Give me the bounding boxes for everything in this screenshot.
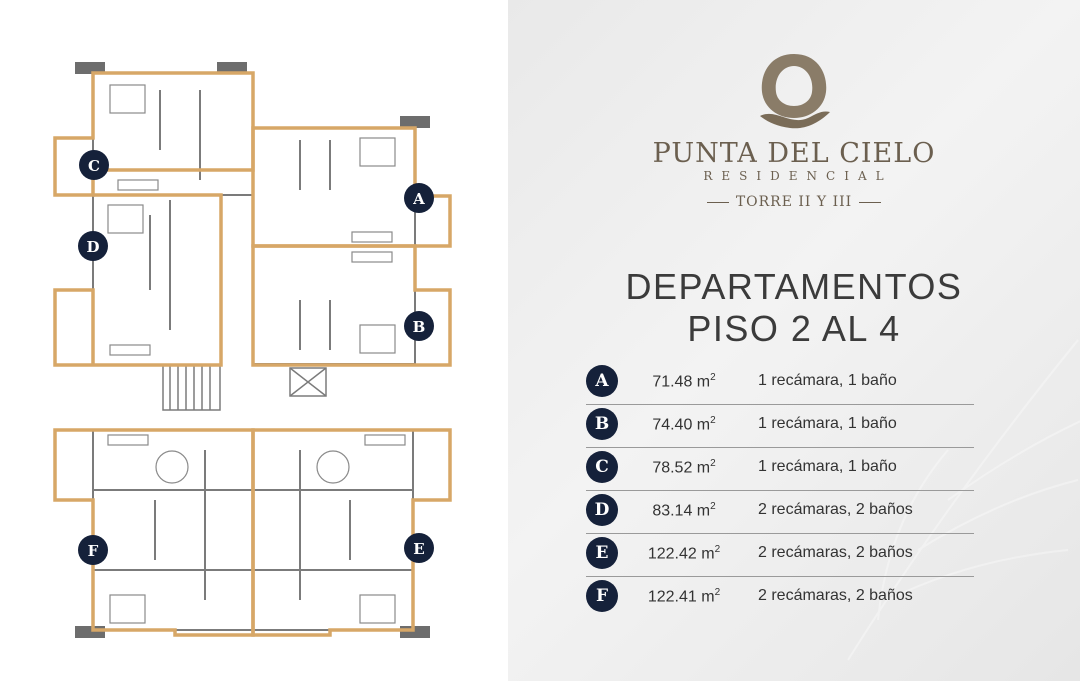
- unit-area: 78.52 m2: [652, 458, 716, 477]
- brand-name: PUNTA DEL CIELO: [652, 138, 936, 169]
- plan-badge-a: A: [404, 183, 434, 213]
- unit-badge: E: [586, 537, 618, 569]
- page-heading: DEPARTAMENTOS PISO 2 AL 4: [508, 266, 1080, 350]
- heading-line-1: DEPARTAMENTOS: [625, 266, 963, 307]
- brand-mark-icon: [760, 54, 830, 129]
- unit-row-d: D 83.14 m2 2 recámaras, 2 baños: [586, 491, 974, 534]
- brand-logo: PUNTA DEL CIELO RESIDENCIAL TORRE II Y I…: [508, 50, 1080, 210]
- plan-label-f: F: [88, 542, 99, 560]
- plan-badge-b: B: [404, 311, 434, 341]
- info-panel: PUNTA DEL CIELO RESIDENCIAL TORRE II Y I…: [508, 0, 1080, 681]
- floor-plan-panel: A B C D E: [0, 0, 508, 681]
- unit-row-a: A 71.48 m2 1 recámara, 1 baño: [586, 362, 974, 405]
- unit-description: 1 recámara, 1 baño: [758, 415, 897, 432]
- unit-row-c: C 78.52 m2 1 recámara, 1 baño: [586, 448, 974, 491]
- unit-description: 2 recámaras, 2 baños: [758, 587, 913, 604]
- brand-subtitle: RESIDENCIAL: [703, 169, 893, 183]
- stair-core: [162, 364, 327, 411]
- unit-description: 2 recámaras, 2 baños: [758, 501, 913, 518]
- plan-label-a: A: [412, 190, 425, 208]
- plan-badges: A B C D E: [78, 150, 434, 565]
- furniture: [107, 84, 406, 624]
- unit-badge: D: [586, 494, 618, 526]
- unit-description: 1 recámara, 1 baño: [758, 372, 897, 389]
- right-rule: [859, 201, 882, 203]
- tower-label: TORRE II Y III: [508, 194, 1080, 210]
- unit-row-e: E 122.42 m2 2 recámaras, 2 baños: [586, 534, 974, 577]
- left-rule: [706, 201, 729, 203]
- units-table: A 71.48 m2 1 recámara, 1 baño B 74.40 m2…: [586, 362, 974, 619]
- unit-outlines: [53, 71, 452, 637]
- unit-badge: C: [586, 451, 618, 483]
- plan-label-d: D: [86, 238, 99, 256]
- tower-text: TORRE II Y III: [735, 194, 853, 210]
- unit-area: 122.42 m2: [647, 544, 721, 563]
- plan-label-e: E: [413, 540, 424, 558]
- unit-description: 1 recámara, 1 baño: [758, 458, 897, 475]
- unit-row-b: B 74.40 m2 1 recámara, 1 baño: [586, 405, 974, 448]
- unit-area: 83.14 m2: [652, 501, 716, 520]
- unit-badge: F: [586, 580, 618, 612]
- unit-area: 122.41 m2: [647, 587, 721, 606]
- plan-badge-e: E: [404, 533, 434, 563]
- floor-plan-drawing: A B C D E: [53, 62, 452, 638]
- unit-area: 74.40 m2: [652, 415, 716, 434]
- unit-row-f: F 122.41 m2 2 recámaras, 2 baños: [586, 577, 974, 619]
- plan-label-b: B: [413, 318, 426, 336]
- unit-description: 2 recámaras, 2 baños: [758, 544, 913, 561]
- plan-label-c: C: [88, 157, 100, 175]
- palm-leaf-decoration: [847, 339, 1080, 661]
- unit-area: 71.48 m2: [652, 372, 716, 391]
- unit-badge: B: [586, 408, 618, 440]
- heading-line-2: PISO 2 AL 4: [687, 308, 901, 349]
- plan-badge-c: C: [79, 150, 109, 180]
- plan-badge-d: D: [78, 231, 108, 261]
- plan-badge-f: F: [78, 535, 108, 565]
- window-markers: [75, 62, 430, 638]
- unit-badge: A: [586, 365, 618, 397]
